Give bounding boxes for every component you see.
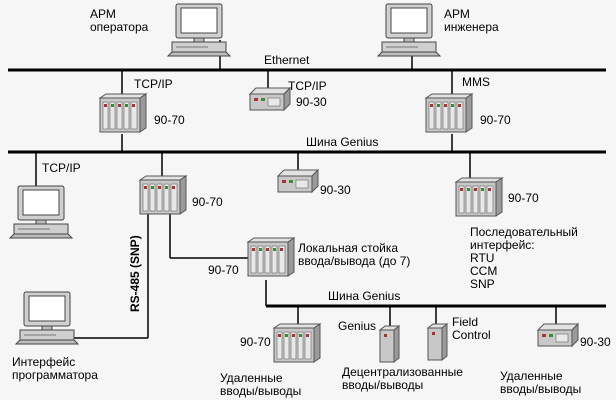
serial-interface-label: Последовательный интерфейс: RTU CCM SNP [470, 225, 578, 291]
remote-left-model-label: 90-70 [240, 335, 271, 349]
rs485-label: RS-485 (SNP) [128, 235, 142, 312]
controller-mid-left-label: 90-70 [192, 195, 223, 209]
tcpip-label-3: TCP/IP [42, 161, 81, 175]
controller-top-right-label: 90-70 [480, 113, 511, 127]
local-rack-model-label: 90-70 [208, 263, 239, 277]
tcpip-workstation-icon [9, 185, 73, 239]
controller-top-mid-label: 90-30 [296, 95, 327, 109]
remote-io-right-label: Удаленные вводы/выводы [500, 369, 582, 396]
operator-workstation-label: АРМ оператора [90, 7, 149, 34]
engineer-workstation-icon [377, 3, 441, 57]
mms-label: MMS [462, 75, 490, 89]
tcpip-label-1: TCP/IP [134, 77, 173, 91]
remote-io-90-70-icon [273, 323, 321, 363]
remote-io-90-30-icon [537, 323, 579, 347]
plc-90-70-top-left-icon [99, 93, 147, 133]
genius-bus-main-label: Шина Genius [306, 135, 379, 149]
programmer-workstation-icon [15, 291, 79, 345]
engineer-workstation-label: АРМ инженера [444, 7, 499, 34]
remote-right-model-label: 90-30 [580, 335, 611, 349]
programmer-interface-label: Интерфейс программатора [12, 355, 98, 382]
genius-io-module-icon [379, 325, 400, 363]
local-io-rack-icon [247, 237, 295, 277]
field-control-module-icon [427, 323, 448, 361]
remote-io-left-label: Удаленные вводы/выводы [220, 371, 302, 398]
plc-90-70-mid-left-icon [139, 175, 187, 215]
controller-mid-right-label: 90-70 [508, 191, 539, 205]
plc-90-70-top-right-icon [425, 93, 473, 133]
plc-90-30-mid-center-icon [277, 169, 319, 193]
field-control-label: Field Control [452, 315, 491, 342]
ethernet-label: Ethernet [264, 53, 310, 67]
controller-mid-center-label: 90-30 [320, 183, 351, 197]
local-rack-description: Локальная стойка ввода/вывода (до 7) [298, 241, 411, 268]
genius-bus-local-label: Шина Genius [328, 289, 401, 303]
plc-90-70-mid-right-icon [455, 177, 503, 217]
tcpip-label-2: TCP/IP [288, 79, 327, 93]
controller-top-left-label: 90-70 [154, 113, 185, 127]
operator-workstation-icon [167, 3, 231, 57]
decentralized-io-label: Децентрализованные вводы/выводы [342, 365, 463, 392]
genius-label: Genius [338, 319, 377, 333]
plc-90-30-top-mid-icon [249, 87, 291, 111]
